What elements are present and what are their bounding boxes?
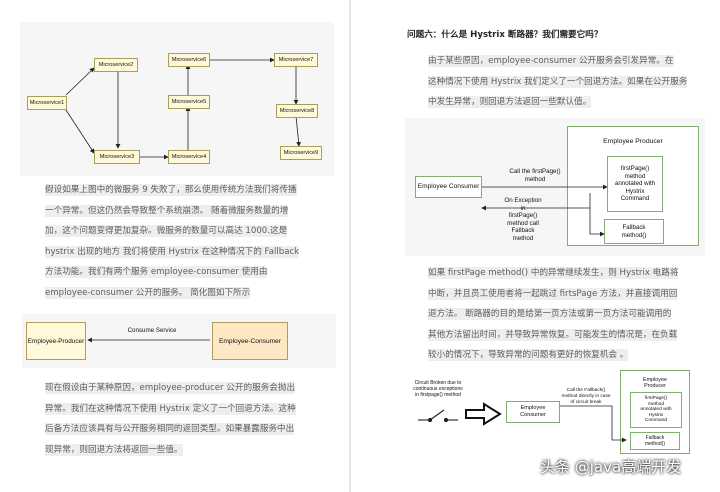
page-divider [349,0,351,492]
circuit-broken-label: Circuit Broken due to continuous excepti… [405,380,471,398]
label-line: of circuit break [570,399,602,405]
box-text: firstPage() [644,396,668,402]
label-line: Fallback [511,227,535,235]
text-line: 后备方法应该具有与公开服务相同的返回类型。如果暴露服务中出 [45,423,295,436]
text-line: 这种情况下使用 Hystrix 我们定义了一个回退方法。如果在公开服务 [428,75,688,88]
left-page: Microservice1 Microservice2 Microservice… [0,0,349,492]
employee-consumer-box: Employee Consumer [506,401,560,423]
text-line: employee-consumer 公开的服务。 简化图如下所示 [45,286,251,299]
microservice-node: Microservice5 [168,95,210,109]
label-line: Call the firstPage() [509,168,561,175]
box-text: method() [644,441,665,447]
open-switch-icon [418,409,458,423]
hollow-arrow-icon [465,402,502,426]
box-text: Hystrix [648,412,664,418]
on-exception-label: On Exception in firstPage() method call … [496,197,550,243]
text-line: 现异常，则回退方法将返回一些值。 [45,443,183,456]
text-line: 异常。我们在这种情况下使用 Hystrix 定义了一个回退方法。这种 [45,402,296,415]
microservice-node: Microservice1 [27,96,67,110]
first-page-method-box: firstPage() method annotated with Hystri… [630,392,682,428]
left-paragraph-1: 假设如果上图中的微服务 9 失败了，那么使用传统方法我们将传播 一个异常。但这仍… [45,180,300,304]
label-line: Circuit Broken due to [414,380,462,386]
label-line: firstPage() [508,212,538,220]
box-text: Hystrix [625,187,645,195]
microservice-node: Microservice6 [168,53,210,67]
microservice-node: Microservice3 [94,150,140,164]
label-line: method directly in case [561,393,611,399]
label-line: Employee [643,377,667,383]
box-text: method() [621,231,647,239]
microservices-edges [65,57,301,160]
first-page-method-box: firstPage() method annotated with Hystri… [607,156,663,212]
text-line: 中发生异常，则回退方法返回一些默认值。 [428,96,592,109]
text-line: 其他方法留出时间，并导致异常恢复。可能发生的情况是，在负载 [428,328,678,341]
label-line: method [524,175,546,183]
left-paragraph-2: 现在假设由于某种原因，employee-producer 公开的服务会抛出 异常… [45,378,296,460]
box-text: Fallback [622,224,646,232]
box-text: method [624,172,646,180]
consume-service-label: Consume Service [127,327,177,334]
text-line: 如果 firstPage method() 中的异常继续发生，则 Hystrix… [428,267,679,279]
box-text: Command [620,195,650,203]
box-text: firstPage() [620,165,650,173]
box-text: annotated with [614,180,656,188]
text-line: 一个异常。但这仍然会导致整个系统崩溃。 随着微服务数量的增 [45,204,289,217]
microservice-node: Microservice7 [274,53,318,67]
employee-producer-box: Employee-Producer [26,322,86,360]
fallback-method-box: Fallback method() [630,432,680,450]
label-line: continuous exceptions [413,386,463,392]
fallback-method-box: Fallback method() [604,219,664,244]
call-first-page-label: Call the firstPage() method [492,168,578,183]
text-line: 现在假设由于某种原因，employee-producer 公开的服务会抛出 [45,382,296,394]
label-line: On Exception [504,197,542,204]
employee-producer-title: Employee Producer [620,377,690,390]
label-line: Call the Fallback() [566,388,606,393]
label-line: method [512,234,534,242]
text-line: 中断，并且员工使用者将一起跳过 firtsPage 方法，并直接调用回 [428,287,678,300]
employee-consumer-box: Employee-Consumer [212,322,288,360]
text-line: hystrix 出现的地方 我们将使用 Hystrix 在这种情况下的 Fall… [45,245,300,258]
edge-1-2 [65,67,95,96]
call-fallback-label: Call the Fallback() method directly in c… [560,388,612,405]
right-paragraph-2: 如果 firstPage method() 中的异常继续发生，则 Hystrix… [428,263,679,366]
text-line: 较小的情况下，导致异常的问题有更好的恢复机会 。 [428,349,629,362]
microservice-node: Microservice8 [276,104,318,118]
microservice-node: Microservice9 [280,146,322,160]
box-text: Command [644,418,668,424]
watermark: 头条 @java高端开发 [540,458,682,476]
text-line: 方法功能。我们有两个服务 employee-consumer 使用由 [45,266,268,279]
label-line: Producer [644,383,666,390]
text-line: 由于某些原因，employee-consumer 公开服务会引发异常。在 [428,55,674,67]
edge-8-9 [295,115,301,147]
label-line: in firstpage() method [415,392,461,398]
right-paragraph-1: 由于某些原因，employee-consumer 公开服务会引发异常。在 这种情… [428,51,688,113]
label-line: in [520,204,526,212]
microservice-node: Microservice2 [94,58,138,72]
section-heading: 问题六：什么是 Hystrix 断路器？我们需要它吗？ [407,30,603,40]
microservice-node: Microservice4 [168,150,210,164]
employee-producer-title: Employee Producer [603,138,663,145]
employee-consumer-box: Employee Consumer [415,176,482,198]
label-line: method call [507,219,539,227]
text-line: 假设如果上图中的微服务 9 失败了，那么使用传统方法我们将传播 [45,184,297,196]
edge-1-3 [65,109,95,154]
box-text: annotated with [640,407,672,413]
box-text: method [648,401,664,407]
consume-edge [87,337,210,343]
text-line: 退方法。 断路器的目的是给第一页方法或第一页方法可能调用的 [428,308,672,321]
box-text: Fallback [645,435,665,441]
text-line: 加，这个问题变得更加复杂。微服务的数量可以高达 1000.这是 [45,225,288,238]
